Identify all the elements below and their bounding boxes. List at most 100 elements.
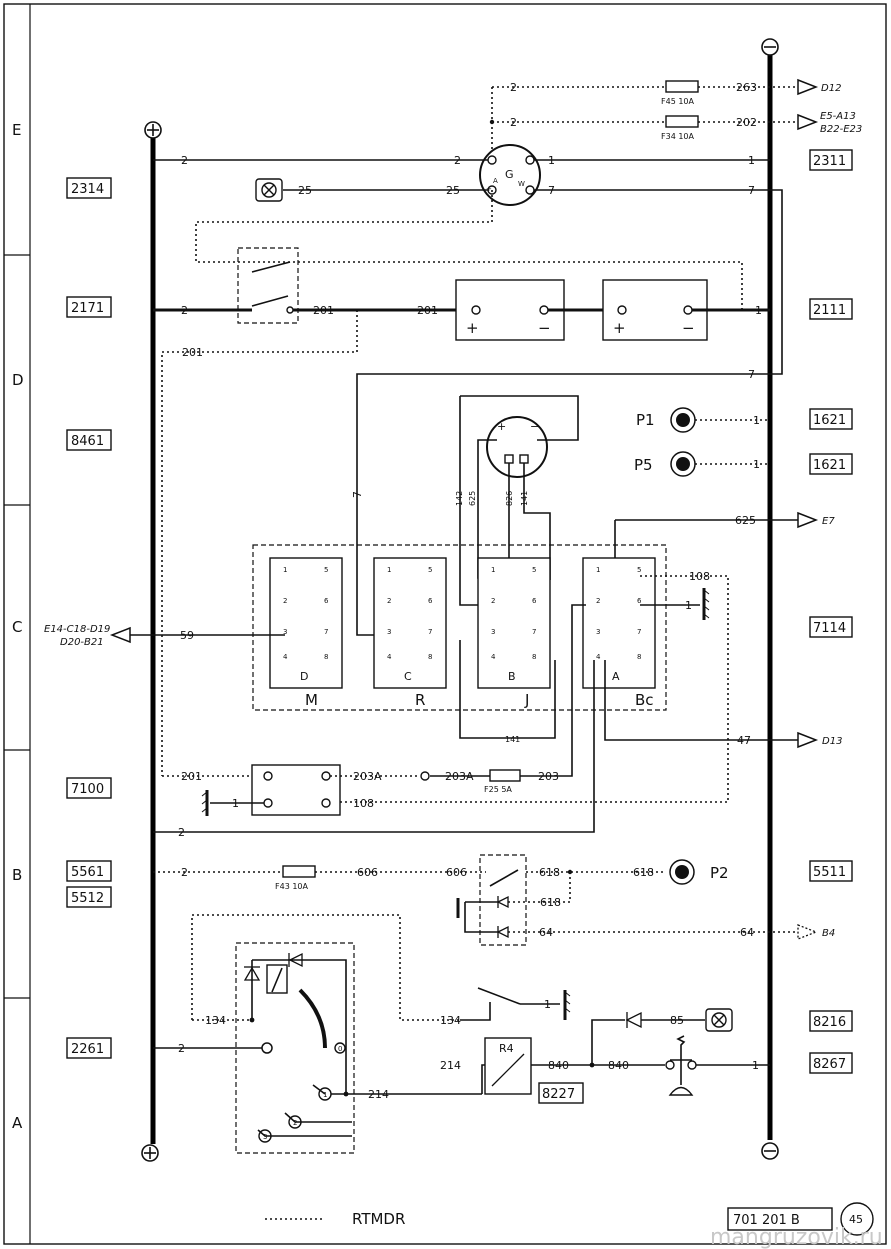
svg-text:5: 5	[428, 566, 432, 574]
ground-icon	[702, 588, 710, 620]
svg-text:625: 625	[735, 514, 756, 527]
svg-text:2: 2	[596, 597, 600, 605]
svg-text:5512: 5512	[71, 891, 104, 906]
svg-text:2171: 2171	[71, 301, 104, 316]
svg-text:840: 840	[608, 1059, 629, 1072]
svg-text:45: 45	[849, 1213, 863, 1226]
svg-text:618: 618	[539, 866, 560, 879]
svg-text:P2: P2	[710, 864, 729, 882]
svg-text:+: +	[466, 319, 479, 337]
fuse-f34: F34 10A	[661, 115, 699, 141]
svg-text:1: 1	[323, 1091, 327, 1099]
svg-text:2: 2	[510, 81, 517, 94]
diode-icon	[496, 895, 509, 909]
connector-j: 1 2 3 4 5 6 7 8 B J	[477, 557, 551, 709]
svg-text:141: 141	[520, 491, 529, 506]
svg-text:+: +	[497, 420, 506, 433]
code-box-5561: 5561	[66, 860, 112, 882]
page-frame	[3, 3, 887, 1245]
code-box-2311: 2311	[809, 149, 853, 171]
arrow-e14: E14-C18-D19 D20-B21	[44, 624, 131, 648]
svg-text:5561: 5561	[71, 865, 104, 880]
svg-text:D12: D12	[821, 83, 841, 94]
diode-module	[479, 854, 527, 946]
svg-text:85: 85	[670, 1014, 684, 1027]
code-box-7114: 7114	[809, 616, 853, 638]
svg-text:7: 7	[748, 368, 755, 381]
svg-text:J: J	[524, 691, 529, 709]
svg-text:F43 10A: F43 10A	[275, 882, 309, 891]
svg-text:202: 202	[736, 116, 757, 129]
svg-text:7: 7	[532, 628, 536, 636]
svg-text:5: 5	[532, 566, 536, 574]
negative-bus-top-icon	[761, 38, 779, 56]
svg-text:1621: 1621	[813, 458, 846, 473]
svg-text:826: 826	[505, 491, 514, 506]
fuse-f45: F45 10A	[661, 80, 699, 106]
svg-text:P5: P5	[634, 456, 653, 474]
svg-text:W: W	[518, 180, 525, 188]
svg-text:618: 618	[633, 866, 654, 879]
svg-text:3: 3	[263, 1133, 267, 1141]
warning-lamp-icon	[705, 1008, 733, 1032]
legend-text: RTMDR	[352, 1210, 405, 1228]
relay-block	[251, 764, 341, 816]
svg-text:2: 2	[293, 1119, 297, 1127]
svg-text:8227: 8227	[542, 1087, 575, 1102]
ground-icon	[563, 990, 571, 1020]
svg-text:4: 4	[596, 653, 601, 661]
svg-text:6: 6	[637, 597, 642, 605]
svg-text:4: 4	[491, 653, 496, 661]
code-box-2111: 2111	[809, 298, 853, 320]
battery-1: + −	[455, 279, 565, 341]
svg-text:1: 1	[491, 566, 495, 574]
svg-text:141: 141	[505, 735, 520, 744]
svg-text:1: 1	[544, 998, 551, 1011]
grid-row-d: D	[12, 371, 24, 389]
svg-text:F34 10A: F34 10A	[661, 132, 695, 141]
svg-text:2: 2	[181, 304, 188, 317]
code-box-8216: 8216	[809, 1010, 853, 1032]
svg-text:5: 5	[637, 566, 641, 574]
svg-text:8216: 8216	[813, 1015, 846, 1030]
fuse-f43: F43 10A	[275, 865, 316, 891]
svg-text:201: 201	[313, 304, 334, 317]
code-box-8461: 8461	[66, 429, 112, 451]
svg-text:7: 7	[351, 491, 364, 498]
svg-text:C: C	[404, 670, 412, 683]
svg-text:2: 2	[178, 826, 185, 839]
svg-text:203A: 203A	[353, 770, 382, 783]
code-box-8267: 8267	[809, 1052, 853, 1074]
svg-text:2111: 2111	[813, 303, 846, 318]
arrow-e7: E7	[797, 511, 835, 529]
diode-icon	[625, 1011, 642, 1029]
svg-text:7: 7	[637, 628, 641, 636]
svg-text:1: 1	[755, 304, 762, 317]
code-box-1621-a: 1621	[809, 408, 853, 430]
svg-text:64: 64	[539, 926, 553, 939]
svg-text:2314: 2314	[71, 182, 104, 197]
svg-text:−: −	[538, 319, 551, 337]
watermark: mangruzovik.ru	[710, 1225, 883, 1249]
code-box-2171: 2171	[66, 296, 112, 318]
svg-text:1: 1	[548, 154, 555, 167]
page-number: 45	[840, 1202, 874, 1236]
relay-r4: R4	[484, 1037, 532, 1095]
connector-m: 1 2 3 4 5 6 7 8 D M	[269, 557, 343, 709]
svg-text:7: 7	[428, 628, 432, 636]
grid-row-a: A	[12, 1114, 23, 1132]
svg-text:B22-E23: B22-E23	[820, 124, 862, 135]
svg-text:7: 7	[324, 628, 328, 636]
svg-text:7100: 7100	[71, 782, 104, 797]
svg-text:R: R	[415, 691, 425, 709]
svg-text:3: 3	[491, 628, 495, 636]
arrow-d12: D12	[797, 78, 841, 96]
grid-row-c: C	[12, 618, 22, 636]
svg-text:618: 618	[540, 896, 561, 909]
svg-text:0: 0	[338, 1045, 342, 1053]
svg-text:203: 203	[538, 770, 559, 783]
footer-reference: 701 201 B	[727, 1207, 833, 1231]
svg-text:8461: 8461	[71, 434, 104, 449]
